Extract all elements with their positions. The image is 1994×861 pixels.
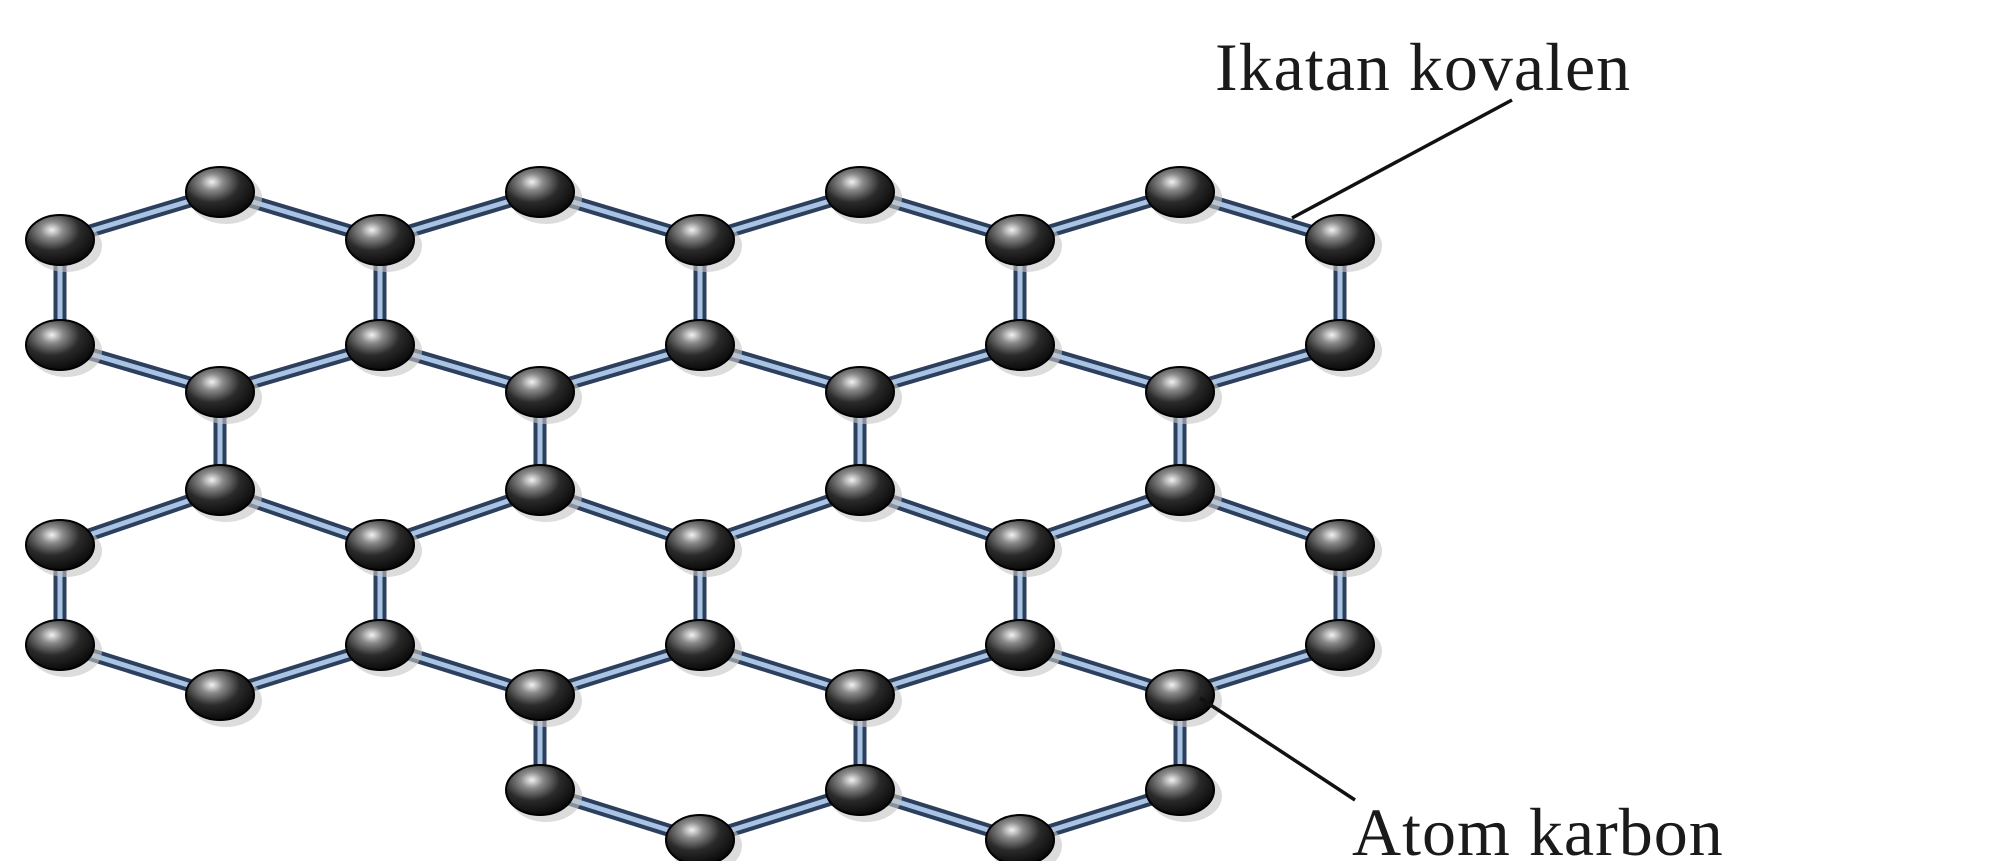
- carbon-atom: [825, 669, 902, 727]
- carbon-atom: [985, 519, 1062, 577]
- carbon-atom: [505, 366, 582, 424]
- carbon-atom: [185, 464, 262, 522]
- covalent-bond-label: Ikatan kovalen: [1215, 29, 1631, 105]
- carbon-atom: [665, 214, 742, 272]
- carbon-atom: [1305, 214, 1382, 272]
- carbon-atom: [185, 166, 262, 224]
- carbon-atom: [1145, 366, 1222, 424]
- carbon-atom: [1145, 166, 1222, 224]
- carbon-atom: [1305, 319, 1382, 377]
- carbon-atoms-layer: [25, 166, 1382, 861]
- carbon-atom: [345, 214, 422, 272]
- carbon-atom: [25, 619, 102, 677]
- carbon-atom: [345, 319, 422, 377]
- carbon-atom: [985, 319, 1062, 377]
- covalent-bond-leader-line: [1291, 98, 1513, 220]
- carbon-atom: [505, 166, 582, 224]
- carbon-atom: [505, 764, 582, 822]
- carbon-atom: [825, 166, 902, 224]
- carbon-atom-label: Atom karbon: [1352, 794, 1724, 861]
- carbon-atom: [1145, 764, 1222, 822]
- covalent-bond-callout: Ikatan kovalen: [1215, 29, 1631, 220]
- carbon-atom: [825, 464, 902, 522]
- carbon-atom: [665, 519, 742, 577]
- carbon-atom: [25, 214, 102, 272]
- carbon-atom: [985, 214, 1062, 272]
- carbon-atom: [665, 814, 742, 861]
- carbon-atom: [985, 814, 1062, 861]
- carbon-atom: [25, 519, 102, 577]
- carbon-atom: [825, 764, 902, 822]
- carbon-atom: [665, 619, 742, 677]
- carbon-atom: [985, 619, 1062, 677]
- carbon-atom: [185, 669, 262, 727]
- carbon-atom: [345, 619, 422, 677]
- covalent-bonds-layer: [53, 185, 1347, 847]
- carbon-atom-callout: Atom karbon: [1199, 696, 1724, 861]
- carbon-atom: [505, 464, 582, 522]
- carbon-atom-leader-line: [1199, 696, 1356, 802]
- carbon-atom: [185, 366, 262, 424]
- carbon-atom: [825, 366, 902, 424]
- carbon-atom: [505, 669, 582, 727]
- carbon-atom: [665, 319, 742, 377]
- carbon-atom: [1145, 669, 1222, 727]
- carbon-atom: [345, 519, 422, 577]
- carbon-atom: [25, 319, 102, 377]
- carbon-atom: [1305, 519, 1382, 577]
- carbon-atom: [1145, 464, 1222, 522]
- carbon-atom: [1305, 619, 1382, 677]
